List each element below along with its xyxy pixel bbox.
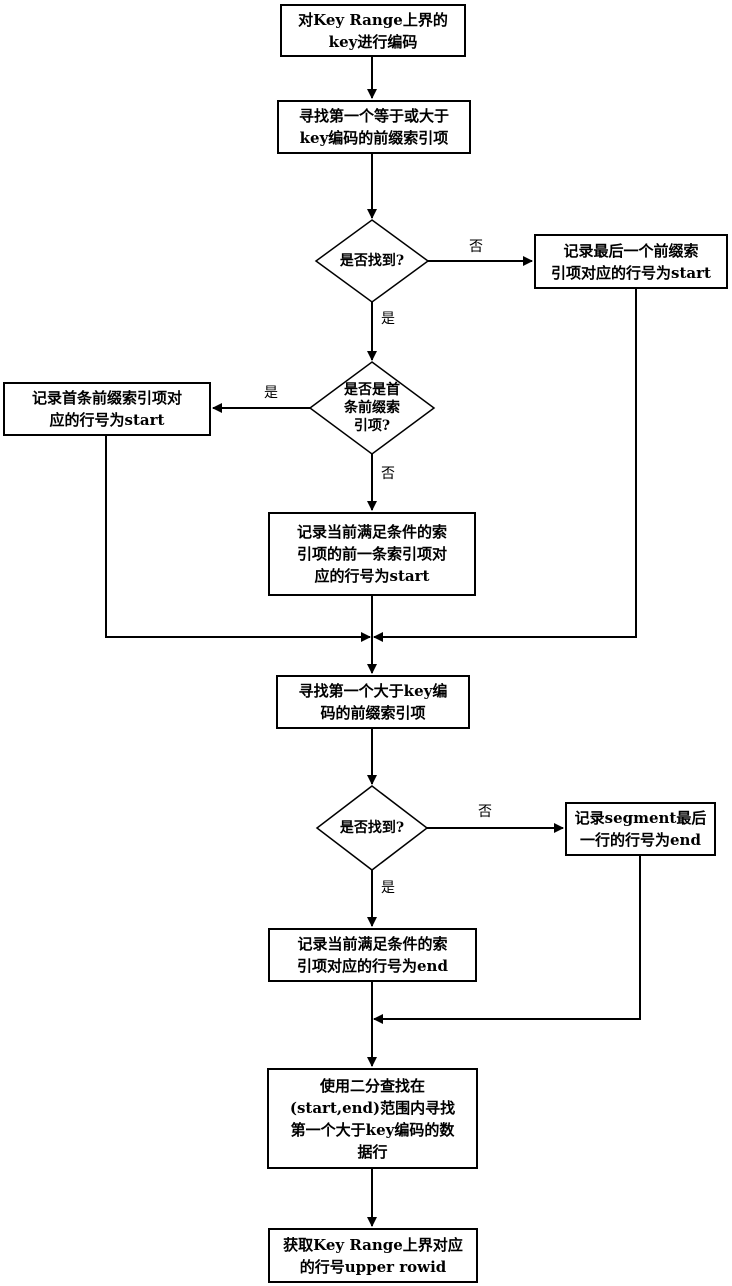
decision-found-2-label: 是否找到? — [339, 820, 405, 836]
edge-label-found2-no: 否 — [478, 804, 492, 820]
node-record-current-end: 记录当前满足条件的索 引项对应的行号为end — [268, 928, 477, 982]
node-encode-key: 对Key Range上界的 key进行编码 — [280, 4, 466, 57]
edge-label-found1-yes: 是 — [381, 311, 395, 327]
node-record-first-prefix: 记录首条前缀索引项对 应的行号为start — [3, 382, 211, 436]
decision-found-1-label: 是否找到? — [339, 253, 405, 269]
edge-label-isfirst-no: 否 — [381, 466, 395, 482]
node-record-last-prefix: 记录最后一个前缀索 引项对应的行号为start — [534, 234, 728, 289]
edge-record-last-merge — [373, 289, 637, 642]
decision-is-first-label: 是否是首 条前缀索 引项? — [344, 382, 400, 434]
edge-label-found1-no: 否 — [469, 239, 483, 255]
edge-label-found2-yes: 是 — [381, 880, 395, 896]
edge-label-isfirst-yes: 是 — [264, 385, 278, 401]
edge-seg-last-merge — [373, 856, 641, 1024]
node-get-upper-rowid: 获取Key Range上界对应 的行号upper rowid — [268, 1228, 478, 1283]
node-record-prev-index: 记录当前满足条件的索 引项的前一条索引项对 应的行号为start — [268, 512, 476, 596]
node-find-ge-prefix: 寻找第一个等于或大于 key编码的前缀索引项 — [277, 100, 471, 154]
node-find-gt-prefix: 寻找第一个大于key编 码的前缀索引项 — [276, 675, 470, 729]
node-record-segment-last: 记录segment最后 一行的行号为end — [565, 802, 716, 856]
edge-record-first-merge — [105, 436, 371, 642]
node-binary-search: 使用二分查找在 (start,end)范围内寻找 第一个大于key编码的数 据行 — [267, 1068, 478, 1169]
